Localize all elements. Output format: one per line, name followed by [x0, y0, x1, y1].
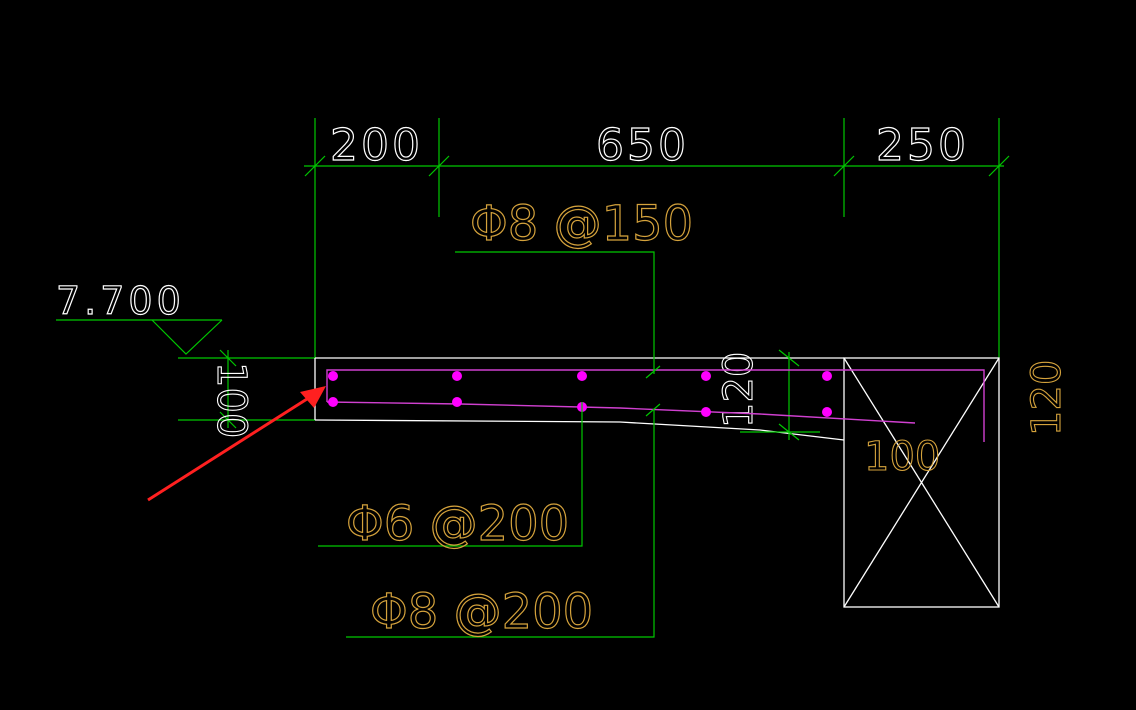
rebar-distribution-label: Φ6 @200 — [346, 496, 569, 552]
leader-bottom — [346, 410, 655, 638]
rebar-dot — [822, 371, 832, 381]
rebar-dot — [701, 371, 711, 381]
arrow-shaft — [147, 390, 319, 502]
rebar-dot — [452, 371, 462, 381]
rebar-leaders — [318, 251, 661, 638]
bottom-rebar — [326, 401, 916, 424]
elevation-triangle — [151, 319, 223, 355]
slab-bottom-edge — [314, 419, 845, 441]
left-thickness-dim — [178, 349, 315, 429]
rebar-dot — [328, 397, 338, 407]
dim-seg2-label: 650 — [596, 120, 689, 171]
thickness-right-label: 120 — [1024, 360, 1070, 436]
thickness-left-label: 100 — [208, 362, 254, 438]
rebar-top-label: Φ8 @150 — [470, 196, 693, 252]
tick-top — [778, 349, 800, 367]
tick-bottom — [219, 411, 237, 429]
beam-cross-2 — [843, 357, 1000, 608]
rebar-dot — [328, 371, 338, 381]
beam-section — [843, 357, 1000, 608]
thickness-mid-label: 120 — [716, 352, 762, 428]
rebar-bottom-label: Φ8 @200 — [370, 584, 593, 640]
rebar-dots — [328, 371, 832, 417]
leader-top-tick — [645, 365, 661, 379]
dim-seg3-label: 250 — [876, 120, 969, 171]
beam-outline — [843, 357, 1000, 608]
tick-top — [219, 349, 237, 367]
elevation-marker — [56, 319, 223, 355]
arrow-head — [300, 386, 326, 408]
leader-top — [455, 251, 655, 374]
leader-bottom-tick — [645, 403, 661, 417]
mid-thickness-dim — [740, 349, 820, 441]
beam-dim-label: 100 — [864, 434, 940, 480]
rebar-dot — [577, 371, 587, 381]
tick-4 — [988, 155, 1010, 177]
leader-distribution — [318, 402, 583, 547]
tick-2 — [428, 155, 450, 177]
dimension-chain — [304, 118, 1010, 358]
tick-1 — [304, 155, 326, 177]
elevation-label: 7.700 — [56, 279, 185, 323]
rebar-dot — [701, 407, 711, 417]
rebar-dot — [822, 407, 832, 417]
annotation-arrow — [147, 386, 326, 502]
rebar-dot — [452, 397, 462, 407]
tick-3 — [833, 155, 855, 177]
dim-seg1-label: 200 — [330, 120, 423, 171]
